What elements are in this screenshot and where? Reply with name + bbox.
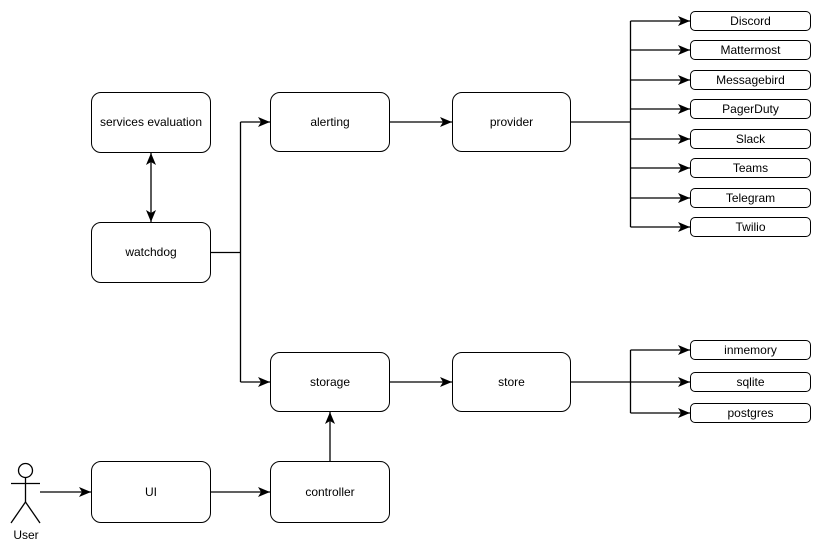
node-ui: UI [91, 461, 211, 523]
node-provider-slack: Slack [690, 129, 811, 149]
node-store-inmemory: inmemory [690, 340, 811, 360]
node-watchdog: watchdog [91, 222, 211, 283]
node-store: store [452, 352, 571, 412]
node-storage: storage [270, 352, 390, 412]
node-provider: provider [452, 92, 571, 152]
node-services-evaluation: services evaluation [91, 92, 211, 153]
node-alerting: alerting [270, 92, 390, 152]
node-provider-teams: Teams [690, 158, 811, 178]
node-provider-mattermost: Mattermost [690, 40, 811, 60]
node-store-sqlite: sqlite [690, 372, 811, 392]
user-actor-icon [10, 462, 41, 524]
node-provider-discord: Discord [690, 11, 811, 31]
node-provider-telegram: Telegram [690, 188, 811, 208]
node-provider-messagebird: Messagebird [690, 70, 811, 90]
node-controller: controller [270, 461, 390, 523]
node-store-postgres: postgres [690, 403, 811, 423]
node-provider-pagerduty: PagerDuty [690, 99, 811, 119]
user-actor-label: User [13, 528, 39, 542]
node-provider-twilio: Twilio [690, 217, 811, 237]
